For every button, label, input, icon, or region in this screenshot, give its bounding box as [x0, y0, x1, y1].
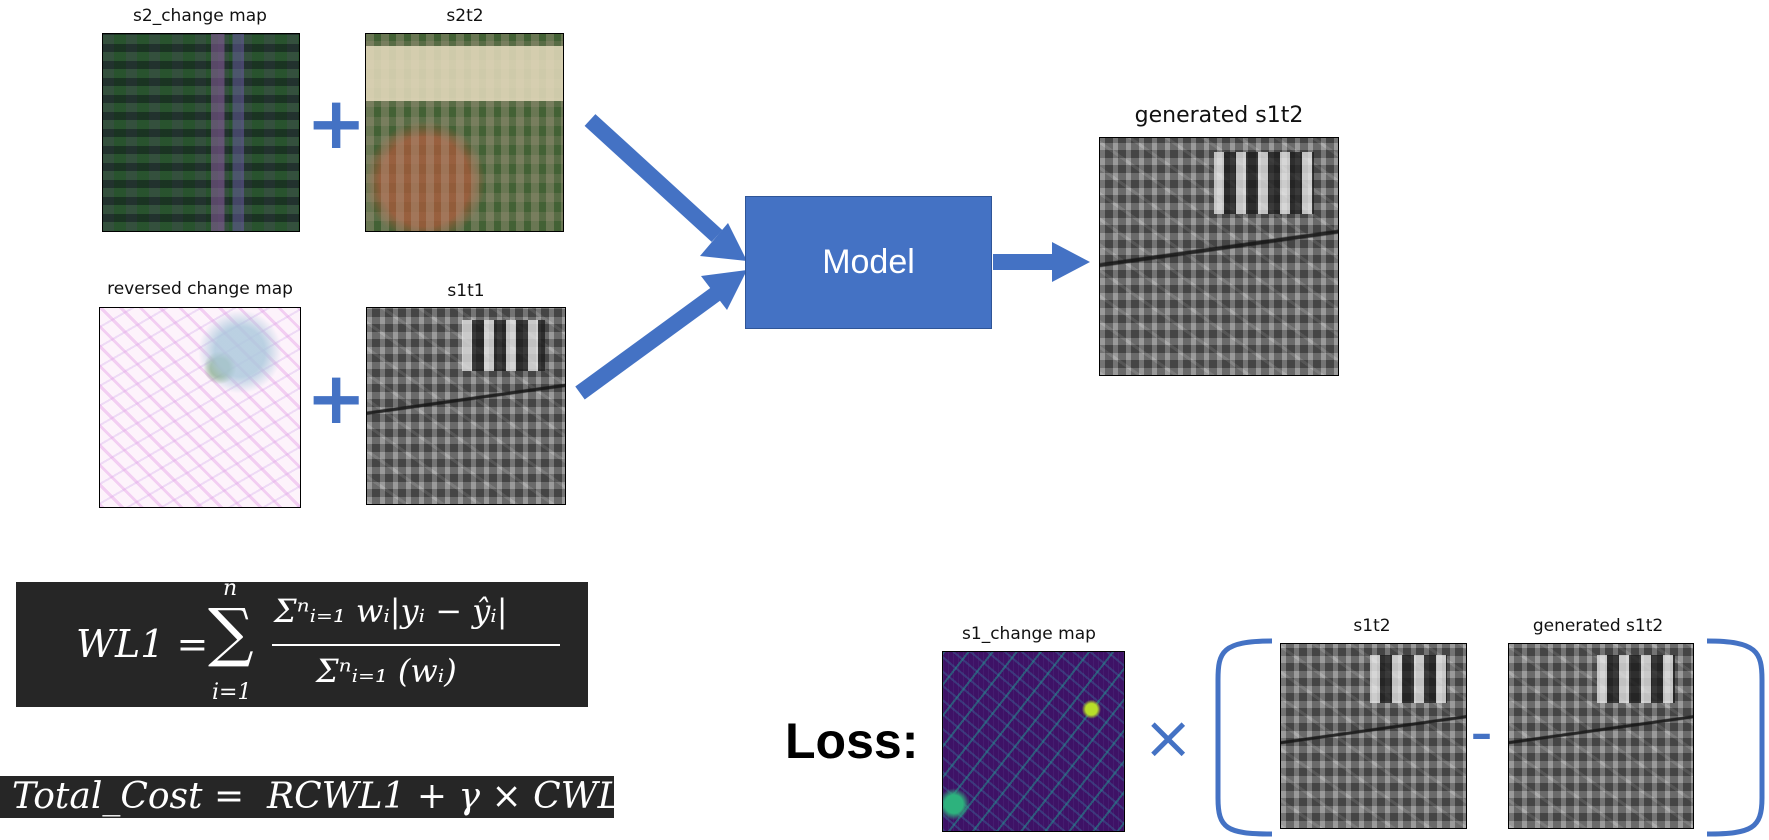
total-cost-formula: Total_Cost = RCWL1 + γ × CWL1	[0, 776, 644, 818]
s1-change-map-image	[942, 651, 1125, 832]
generated-s1t2-image	[1099, 137, 1339, 376]
arrow-bottom-to-model	[575, 270, 747, 400]
s2-change-map-image	[102, 33, 300, 232]
left-bracket	[1215, 638, 1273, 837]
right-bracket	[1706, 638, 1765, 837]
fraction-numerator: Σⁿᵢ₌₁ wᵢ|yᵢ − ŷᵢ|	[274, 592, 508, 630]
minus-operator: –	[1471, 709, 1492, 758]
s2-change-map-title: s2_change map	[133, 6, 267, 26]
arrow-top-to-model	[584, 114, 747, 261]
generated-s1t2-small-image	[1508, 643, 1694, 829]
arrow-model-to-output	[993, 242, 1090, 282]
wl1-formula: WL1 = ∑ n i=1 Σⁿᵢ₌₁ wᵢ|yᵢ − ŷᵢ| Σⁿᵢ₌₁ (w…	[16, 576, 588, 707]
s1t1-title: s1t1	[447, 281, 485, 301]
times-operator: ×	[1143, 703, 1194, 773]
s1t2-title: s1t2	[1353, 616, 1391, 636]
s2t2-image	[365, 33, 564, 232]
s1t2-image	[1280, 643, 1467, 829]
plus-operator-bottom: +	[306, 356, 367, 440]
loss-label: Loss:	[785, 713, 919, 769]
reversed-change-map-title: reversed change map	[107, 279, 293, 299]
model-block: Model	[745, 196, 992, 329]
s2t2-title: s2t2	[446, 6, 484, 26]
reversed-change-map-image	[99, 307, 301, 508]
s1t1-image	[366, 307, 566, 505]
s1-change-map-title: s1_change map	[962, 624, 1096, 644]
generated-s1t2-title: generated s1t2	[1134, 103, 1304, 128]
plus-operator-top: +	[306, 81, 367, 165]
sum-upper-limit: n	[223, 576, 238, 601]
sum-lower-limit: i=1	[212, 680, 252, 705]
sum-symbol: ∑	[208, 596, 254, 670]
fraction-denominator: Σⁿᵢ₌₁ (wᵢ)	[316, 652, 457, 690]
wl1-lhs: WL1 =	[76, 622, 209, 666]
fraction-bar	[272, 644, 560, 646]
model-label: Model	[822, 243, 915, 281]
generated-s1t2-small-title: generated s1t2	[1532, 616, 1664, 636]
